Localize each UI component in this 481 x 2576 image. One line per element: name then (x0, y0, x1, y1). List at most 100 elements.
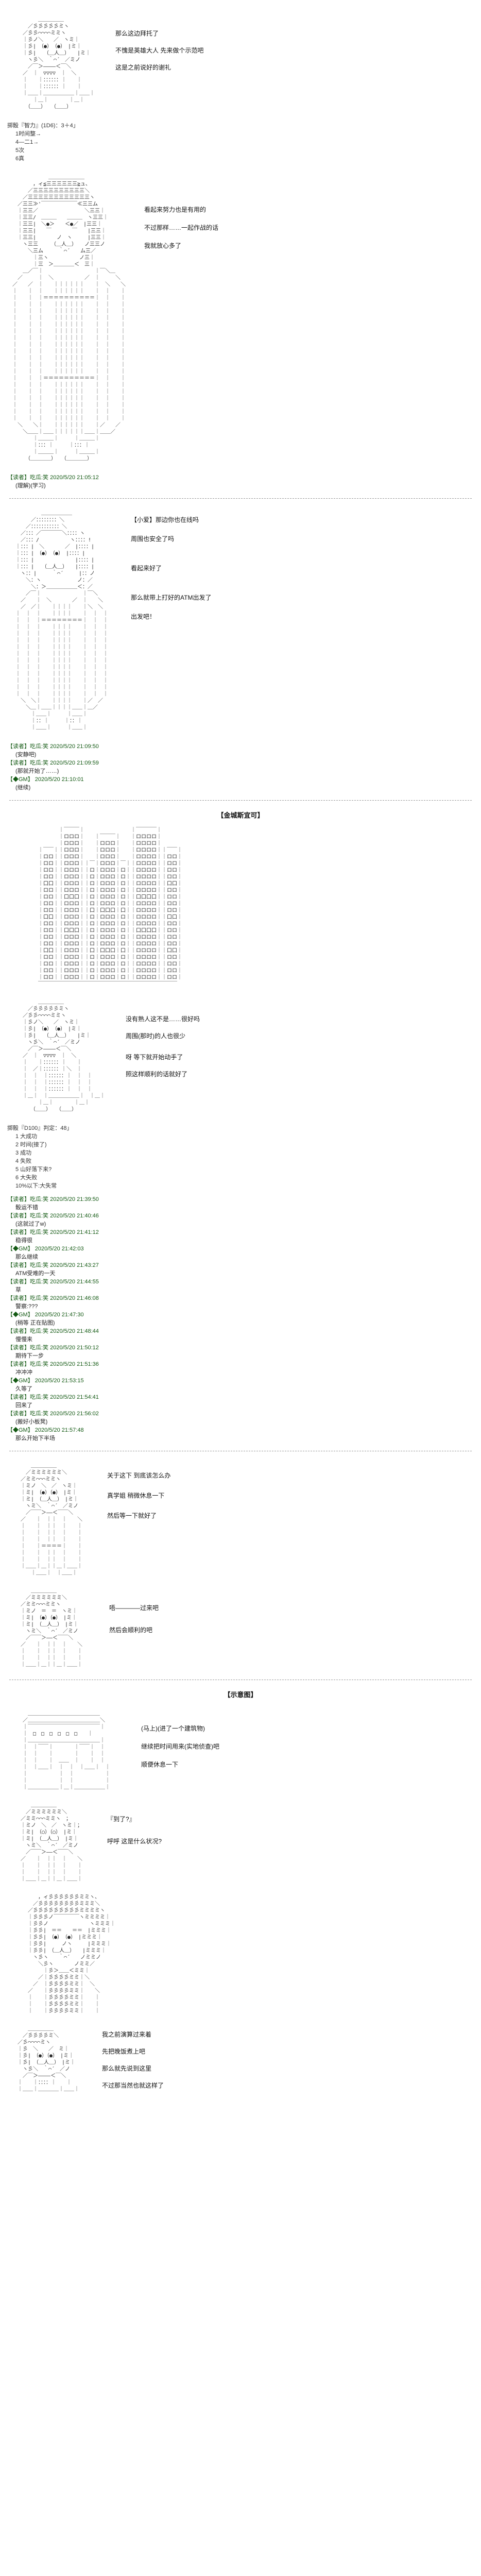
dialog-line: 关于这下 到底该怎么办 (107, 1472, 171, 1479)
post-reply-line: 6真 (15, 156, 25, 162)
ascii-art-block: ＿＿＿＿＿ ／ミミミミミミ＼ ／ミミ⌒⌒⌒ミミヽ ； ｜ミノ ＼ ／ ヽミ｜； … (15, 1802, 82, 1883)
dialog-line: 然后等一下就好了 (107, 1512, 157, 1519)
dice-result-1: 掷骰『智力』(1D6)：3＋4」 1时间整→ 4—二1→ 5次 6真 (7, 122, 474, 163)
city-art: ｜￣￣￣｜ ｜￣￣￣￣｜ ｜ロロロ｜ ｜￣￣￣｜ ｜ロロロロ｜ ｜ロロロ｜ ｜ロ… (38, 827, 474, 988)
post-reply-line: 5次 (15, 147, 25, 154)
dialog-line: 这是之前说好的谢礼 (115, 64, 171, 71)
post-reply-line: 5 山好落下来? (15, 1166, 52, 1173)
post-reply-line: (这就过了w) (15, 1221, 46, 1227)
dialog-bubble: 关于这下 到底该怎么办真学姐 稍微休息一下然后等一下就好了 (107, 1471, 170, 1520)
ascii-art: ＿＿＿＿＿ ／彡彡彡彡彡ミヽ ／彡彡⌒⌒⌒⌒ミミヽ ｜彡ノ＼ ／ ヽミ｜ ｜彡|… (22, 17, 95, 110)
post-reply-line: 慢慢来 (15, 1336, 32, 1343)
ascii-art: ＿＿＿＿＿ ／ミミミミミミ＼ ／ミミ⌒⌒⌒ミミヽ ； ｜ミノ ＼ ／ ヽミ｜； … (20, 1803, 82, 1882)
post-meta-line: 【读者】吃瓜:笑 2020/5/20 21:09:50 (7, 743, 99, 750)
post-meta-line: 【读者】吃瓜:笑 2020/5/20 21:51:36 (7, 1361, 99, 1367)
post-reply-line: 稳得很 (15, 1238, 32, 1244)
post-reply-line: 那么开始下半场 (15, 1435, 55, 1442)
separator (9, 800, 472, 801)
post-meta-line: 【读者】吃瓜:笑 2020/5/20 21:40:46 (7, 1213, 99, 1219)
dialog-bubble: 『到了?』呼呼 这是什么状况? (107, 1815, 162, 1845)
dialog-line: 周围也安全了吗 (131, 535, 175, 543)
ascii-art: ＿＿＿＿＿ ／ミミミミミミ＼ ／ミミ⌒⌒⌒ミミヽ ｜ミノ ＼ ／ ヽミ｜ ｜ミ|… (20, 1463, 82, 1576)
dialog-bubble: 【小爱】那边你也在线吗周围也安全了吗看起来好了那么就带上打好的ATM出发了出发吧… (131, 515, 211, 621)
ascii-art: ＿＿＿＿＿ ／ミミミミミミ＼ ／ミミ⌒⌒⌒ミミヽ ｜ミノ ＝ ＝ ヽミ｜ ｜ミ|… (20, 1588, 82, 1668)
panel-3: ＿＿＿＿＿＿ ／：：：：：：：：＼ ／：：：：：：：：：：：＼ ／：：：／￣￣￣… (7, 510, 474, 731)
ascii-art: ＿＿＿＿＿ ／彡彡彡彡彡ミヽ ／彡彡⌒⌒⌒⌒ミミヽ ｜彡ノ＼ ／ ヽミ｜ ｜彡|… (22, 999, 105, 1112)
post-meta-line: 掷骰『D100』判定：48」 (7, 1125, 73, 1131)
panel-4: ＿＿＿＿＿ ／彡彡彡彡彡ミヽ ／彡彡⌒⌒⌒⌒ミミヽ ｜彡ノ＼ ／ ヽミ｜ ｜彡|… (7, 999, 474, 1113)
dialog-bubble: 我之前演算过来着先把晚饭煮上吧那么就先说到这里不过那当然也就这样了 (102, 2030, 164, 2090)
dialog-line: 然后会顺利的吧 (109, 1626, 153, 1634)
dialog-line: 出发吧！ (131, 613, 156, 620)
post-meta-line: 【读者】吃瓜:笑 2020/5/20 21:56:02 (7, 1411, 99, 1417)
dialog-line: 那么这边拜托了 (115, 30, 159, 37)
post-reply-line: (那就开始了……) (15, 768, 59, 774)
post-meta-line: 【◆GM】 2020/5/20 21:47:30 (7, 1312, 84, 1318)
dialog-line: 呀 等下就开始动手了 (126, 1054, 183, 1061)
ascii-art-block: ＿＿＿＿＿ ／ミミミミミミ＼ ／ミミ⌒⌒⌒ミミヽ ｜ミノ ＝ ＝ ヽミ｜ ｜ミ|… (15, 1588, 82, 1668)
dialog-bubble: 唔————过来吧然后会顺利的吧 (109, 1603, 159, 1634)
post-meta-line: 【读者】吃瓜:笑 2020/5/20 21:41:12 (7, 1229, 99, 1235)
post-reply-line: (稍等 正在贴图) (15, 1320, 55, 1326)
dialog-line: 顺便休息一下 (141, 1761, 179, 1768)
panel-8: ＿＿＿＿＿ ／彡彡彡彡ミ＼ ／彡⌒⌒⌒⌒ミヽ ｜彡 ＼ ／ ミ｜ ｜彡| （●）… (7, 2026, 474, 2093)
dialog-bubble: (马上)(进了一个建筑物)继续把时间用来(实地侦查)吧顺便休息一下 (141, 1724, 219, 1769)
post-reply-line: 4—二1→ (15, 139, 39, 145)
dialog-bubble: 没有熟人这不是……很好吗周围(那时)的人也很少呀 等下就开始动手了照这样顺利的话… (126, 1014, 200, 1078)
scene-title-1: 【金城斯宜可】 (217, 811, 264, 819)
post-meta-line: 掷骰『智力』(1D6)：3＋4」 (7, 123, 79, 129)
separator (9, 498, 472, 499)
post-reply-line: 那么继续 (15, 1254, 38, 1260)
ascii-art-block: ＿＿＿＿＿ ／彡彡彡彡彡ミヽ ／彡彡⌒⌒⌒⌒ミミヽ ｜彡ノ＼ ／ ヽミ｜ ｜彡|… (18, 16, 95, 110)
dialog-line: 没有熟人这不是……很好吗 (126, 1015, 200, 1023)
post-meta-1: 【读者】吃瓜:笑 2020/5/20 21:05:12 (理解)(学习) (7, 473, 474, 490)
dialog-line: 照这样顺利的话就好了 (126, 1071, 188, 1078)
post-reply-line: 6 大失败 (15, 1175, 38, 1181)
post-meta-line: 【读者】吃瓜:笑 2020/5/20 21:48:44 (7, 1328, 99, 1334)
ascii-art-block: ＿＿＿＿＿ ／ミミミミミミ＼ ／ミミ⌒⌒⌒ミミヽ ｜ミノ ＼ ／ ヽミ｜ ｜ミ|… (15, 1463, 82, 1577)
panel-6: ＿＿＿＿＿ ／ミミミミミミ＼ ／ミミ⌒⌒⌒ミミヽ ｜ミノ ＝ ＝ ヽミ｜ ｜ミ|… (7, 1588, 474, 1668)
big-face-art: ，ィ彡彡彡彡彡彡ミミヽ、 ／彡彡彡彡彡彡彡彡ミミミ＼ ／彡彡彡彡彡彡彡彡彡ミミミ… (23, 1894, 474, 2014)
dialog-line: 我就放心多了 (144, 242, 182, 249)
dialog-line: 不愧是英雄大人 先来做个示范吧 (115, 47, 204, 54)
post-reply-line: (理解)(学习) (15, 483, 46, 489)
ascii-art: ，ィ彡彡彡彡彡彡ミミヽ、 ／彡彡彡彡彡彡彡彡ミミミ＼ ／彡彡彡彡彡彡彡彡彡ミミミ… (27, 1894, 115, 2014)
ascii-art: ＿＿＿＿＿＿＿＿＿＿＿＿＿＿ ／＿＿＿＿＿＿＿＿＿＿＿＿＿＿＼ ｜￣￣￣￣￣￣￣… (23, 1711, 110, 1790)
post-meta-line: 【◆GM】 2020/5/20 21:10:01 (7, 776, 84, 783)
dialog-line: 先把晚饭煮上吧 (102, 2048, 146, 2055)
post-reply-line: 4 失败 (15, 1158, 32, 1164)
ascii-art: ＿＿＿＿＿ ／彡彡彡彡ミ＼ ／彡⌒⌒⌒⌒ミヽ ｜彡 ＼ ／ ミ｜ ｜彡| （●）… (17, 2026, 79, 2092)
post-meta-line: 【读者】吃瓜:笑 2020/5/20 21:05:12 (7, 474, 99, 481)
post-reply-line: 3 成功 (15, 1150, 32, 1156)
post-meta-line: 【读者】吃瓜:笑 2020/5/20 21:50:12 (7, 1345, 99, 1351)
ascii-art-block: ＿＿＿＿＿ ／彡彡彡彡ミ＼ ／彡⌒⌒⌒⌒ミヽ ｜彡 ＼ ／ ミ｜ ｜彡| （●）… (12, 2026, 79, 2093)
panel-2: ＿＿＿＿＿＿＿ ，ィ≦三三三三三三≧ュ、 ／三三三三三三三三三三＼ ／三三三三三… (7, 174, 474, 462)
post-reply-line: 1 大成功 (15, 1133, 38, 1140)
post-reply-line: 警察:??? (15, 1303, 38, 1310)
post-meta-line: 【读者】吃瓜:笑 2020/5/20 21:44:55 (7, 1279, 99, 1285)
post-reply-line: 草 (15, 1287, 21, 1293)
post-meta-line: 【读者】吃瓜:笑 2020/5/20 21:39:50 (7, 1196, 99, 1202)
post-reply-line: 回来了 (15, 1402, 32, 1409)
post-meta-2: 【读者】吃瓜:笑 2020/5/20 21:09:50 (安静吧) 【读者】吃瓜:笑… (7, 742, 474, 792)
dialog-line: 继续把时间用来(实地侦查)吧 (141, 1743, 219, 1750)
post-reply-line: 期待下一步 (15, 1353, 44, 1359)
panel-7: ＿＿＿＿＿ ／ミミミミミミ＼ ／ミミ⌒⌒⌒ミミヽ ； ｜ミノ ＼ ／ ヽミ｜； … (7, 1802, 474, 1883)
dialog-line: 不过那样……一起作战的话 (144, 224, 219, 231)
post-reply-line: (安静吧) (15, 752, 37, 758)
post-meta-line: 【读者】吃瓜:笑 2020/5/20 21:46:08 (7, 1295, 99, 1301)
ascii-art-block: ＿＿＿＿＿＿ ／：：：：：：：：＼ ／：：：：：：：：：：：＼ ／：：：／￣￣￣… (15, 510, 108, 731)
dialog-line: 看起来好了 (131, 565, 162, 572)
post-reply-line: 10%以下:大失常 (15, 1183, 57, 1189)
post-meta-line: 【读者】吃瓜:笑 2020/5/20 21:09:59 (7, 760, 99, 766)
ascii-art-block: ＿＿＿＿＿＿＿＿＿＿＿＿＿＿ ／＿＿＿＿＿＿＿＿＿＿＿＿＿＿＼ ｜￣￣￣￣￣￣￣… (23, 1710, 110, 1791)
post-meta-line: 【读者】吃瓜:笑 2020/5/20 21:43:27 (7, 1262, 99, 1268)
post-reply-line: 1时间整→ (15, 131, 42, 137)
dialog-line: 真学姐 稍微休息一下 (107, 1492, 165, 1499)
post-reply-line: (继续) (15, 785, 31, 791)
scene-title-2: 【示意图】 (224, 1691, 257, 1699)
ascii-art: ｜￣￣￣｜ ｜￣￣￣￣｜ ｜ロロロ｜ ｜￣￣￣｜ ｜ロロロロ｜ ｜ロロロ｜ ｜ロ… (38, 827, 182, 987)
dialog-line: 呼呼 这是什么状况? (107, 1838, 162, 1845)
